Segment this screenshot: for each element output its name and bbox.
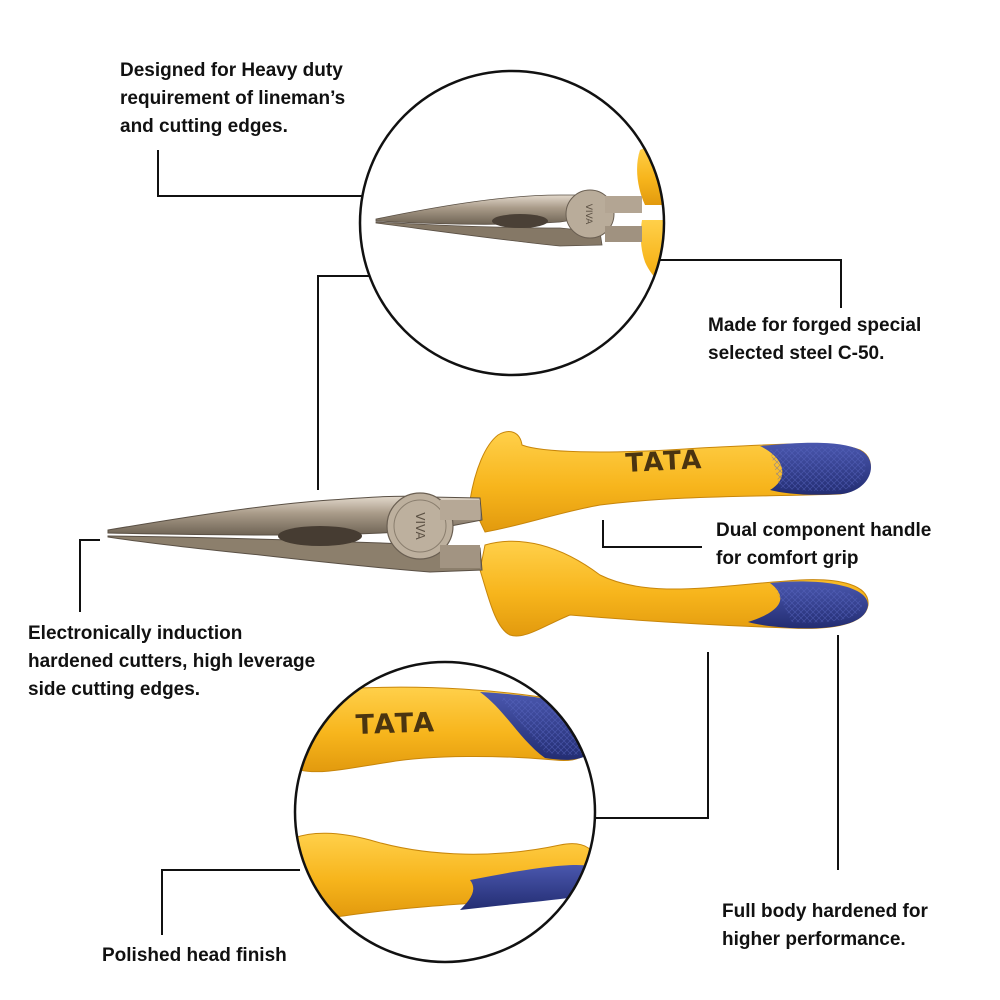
feature-line: higher performance. bbox=[722, 929, 906, 950]
leader-line-dual-handle bbox=[602, 520, 702, 548]
feature-line: side cutting edges. bbox=[28, 679, 201, 700]
feature-line: for comfort grip bbox=[716, 548, 859, 569]
leader-line-heavy-duty bbox=[157, 150, 362, 197]
feature-dual-handle: Dual component handle for comfort grip bbox=[716, 517, 931, 573]
handle-brand-main: TATA bbox=[625, 445, 704, 479]
jaw-zoom-circle: VIVA bbox=[358, 69, 666, 377]
feature-line: selected steel C-50. bbox=[708, 343, 885, 364]
feature-line: Full body hardened for bbox=[722, 901, 928, 922]
feature-line: Made for forged special bbox=[708, 315, 922, 336]
leader-line-polished bbox=[161, 869, 300, 935]
feature-line: Electronically induction bbox=[28, 623, 243, 644]
handle-zoom-circle: TATA bbox=[293, 660, 597, 964]
feature-line: Designed for Heavy duty bbox=[120, 60, 343, 81]
main-pliers: TATA VIVA bbox=[107, 431, 872, 637]
jaw-stamp-zoom: VIVA bbox=[583, 204, 593, 225]
feature-forged-steel: Made for forged special selected steel C… bbox=[708, 312, 921, 368]
feature-line: Dual component handle bbox=[716, 520, 932, 541]
feature-full-body-hardened: Full body hardened for higher performanc… bbox=[722, 898, 928, 954]
leader-line-jaw-to-zoom bbox=[317, 275, 378, 490]
leader-line-handle-zoom bbox=[592, 652, 709, 819]
feature-line: and cutting edges. bbox=[120, 116, 288, 137]
jaw-stamp-main: VIVA bbox=[413, 512, 427, 540]
feature-line: requirement of lineman’s bbox=[120, 88, 346, 109]
feature-induction-hardened: Electronically induction hardened cutter… bbox=[28, 620, 315, 704]
feature-polished-head: Polished head finish bbox=[102, 942, 287, 970]
feature-line: Polished head finish bbox=[102, 945, 287, 966]
feature-line: hardened cutters, high leverage bbox=[28, 651, 316, 672]
handle-brand-zoom: TATA bbox=[355, 707, 436, 741]
leader-lines bbox=[79, 150, 842, 935]
feature-heavy-duty: Designed for Heavy duty requirement of l… bbox=[120, 57, 345, 141]
leader-line-forged-steel bbox=[660, 259, 842, 308]
leader-line-induction bbox=[79, 539, 100, 612]
